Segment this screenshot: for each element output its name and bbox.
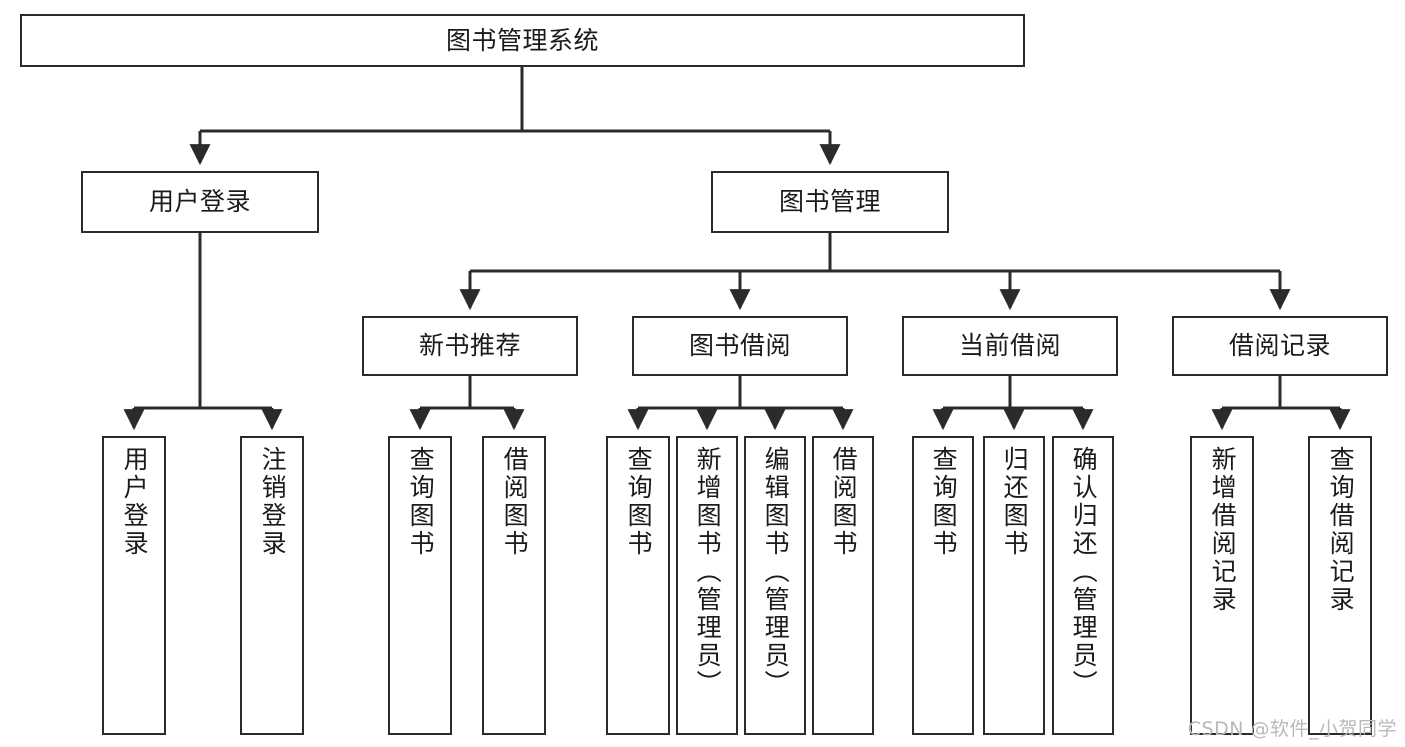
node-leaf-borrow-book-1[interactable]: 借阅图书 [482,436,546,735]
node-label: 编辑图书（管理员） [761,446,791,698]
node-label: 新书推荐 [418,331,521,360]
node-label: 图书管理系统 [445,25,599,55]
node-label: 图书管理 [778,187,881,216]
node-borrow-record[interactable]: 借阅记录 [1172,316,1388,376]
node-label: 注销登录 [258,446,288,558]
node-label: 查询借阅记录 [1326,446,1356,614]
node-leaf-confirm-return[interactable]: 确认归还（管理员） [1052,436,1114,735]
node-label: 新增借阅记录 [1208,446,1238,614]
node-leaf-borrow-book-2[interactable]: 借阅图书 [812,436,874,735]
node-book-borrow[interactable]: 图书借阅 [632,316,848,376]
node-leaf-add-book[interactable]: 新增图书（管理员） [676,436,738,735]
node-leaf-query-record[interactable]: 查询借阅记录 [1308,436,1372,735]
node-leaf-edit-book[interactable]: 编辑图书（管理员） [744,436,806,735]
node-leaf-query-book-3[interactable]: 查询图书 [912,436,974,735]
node-leaf-return-book[interactable]: 归还图书 [983,436,1045,735]
node-current-borrow[interactable]: 当前借阅 [902,316,1118,376]
node-label: 借阅图书 [829,446,859,558]
node-leaf-query-book-2[interactable]: 查询图书 [606,436,670,735]
node-label: 用户登录 [120,446,150,558]
node-label: 查询图书 [406,446,436,558]
node-label: 当前借阅 [958,331,1061,360]
node-label: 归还图书 [1000,446,1030,558]
node-label: 用户登录 [148,187,251,216]
node-book-manage[interactable]: 图书管理 [711,171,949,233]
node-label: 图书借阅 [688,331,791,360]
node-label: 借阅图书 [500,446,530,558]
node-new-book-recommend[interactable]: 新书推荐 [362,316,578,376]
watermark: CSDN @软件_小贺同学 [1187,718,1397,740]
node-user-login[interactable]: 用户登录 [81,171,319,233]
node-leaf-add-record[interactable]: 新增借阅记录 [1190,436,1254,735]
node-system-root[interactable]: 图书管理系统 [20,14,1025,67]
node-label: 查询图书 [624,446,654,558]
node-label: 查询图书 [929,446,959,558]
node-label: 新增图书（管理员） [693,446,723,698]
node-leaf-user-login[interactable]: 用户登录 [102,436,166,735]
node-label: 借阅记录 [1228,331,1331,360]
node-leaf-logout[interactable]: 注销登录 [240,436,304,735]
node-label: 确认归还（管理员） [1069,446,1099,698]
node-leaf-query-book-1[interactable]: 查询图书 [388,436,452,735]
